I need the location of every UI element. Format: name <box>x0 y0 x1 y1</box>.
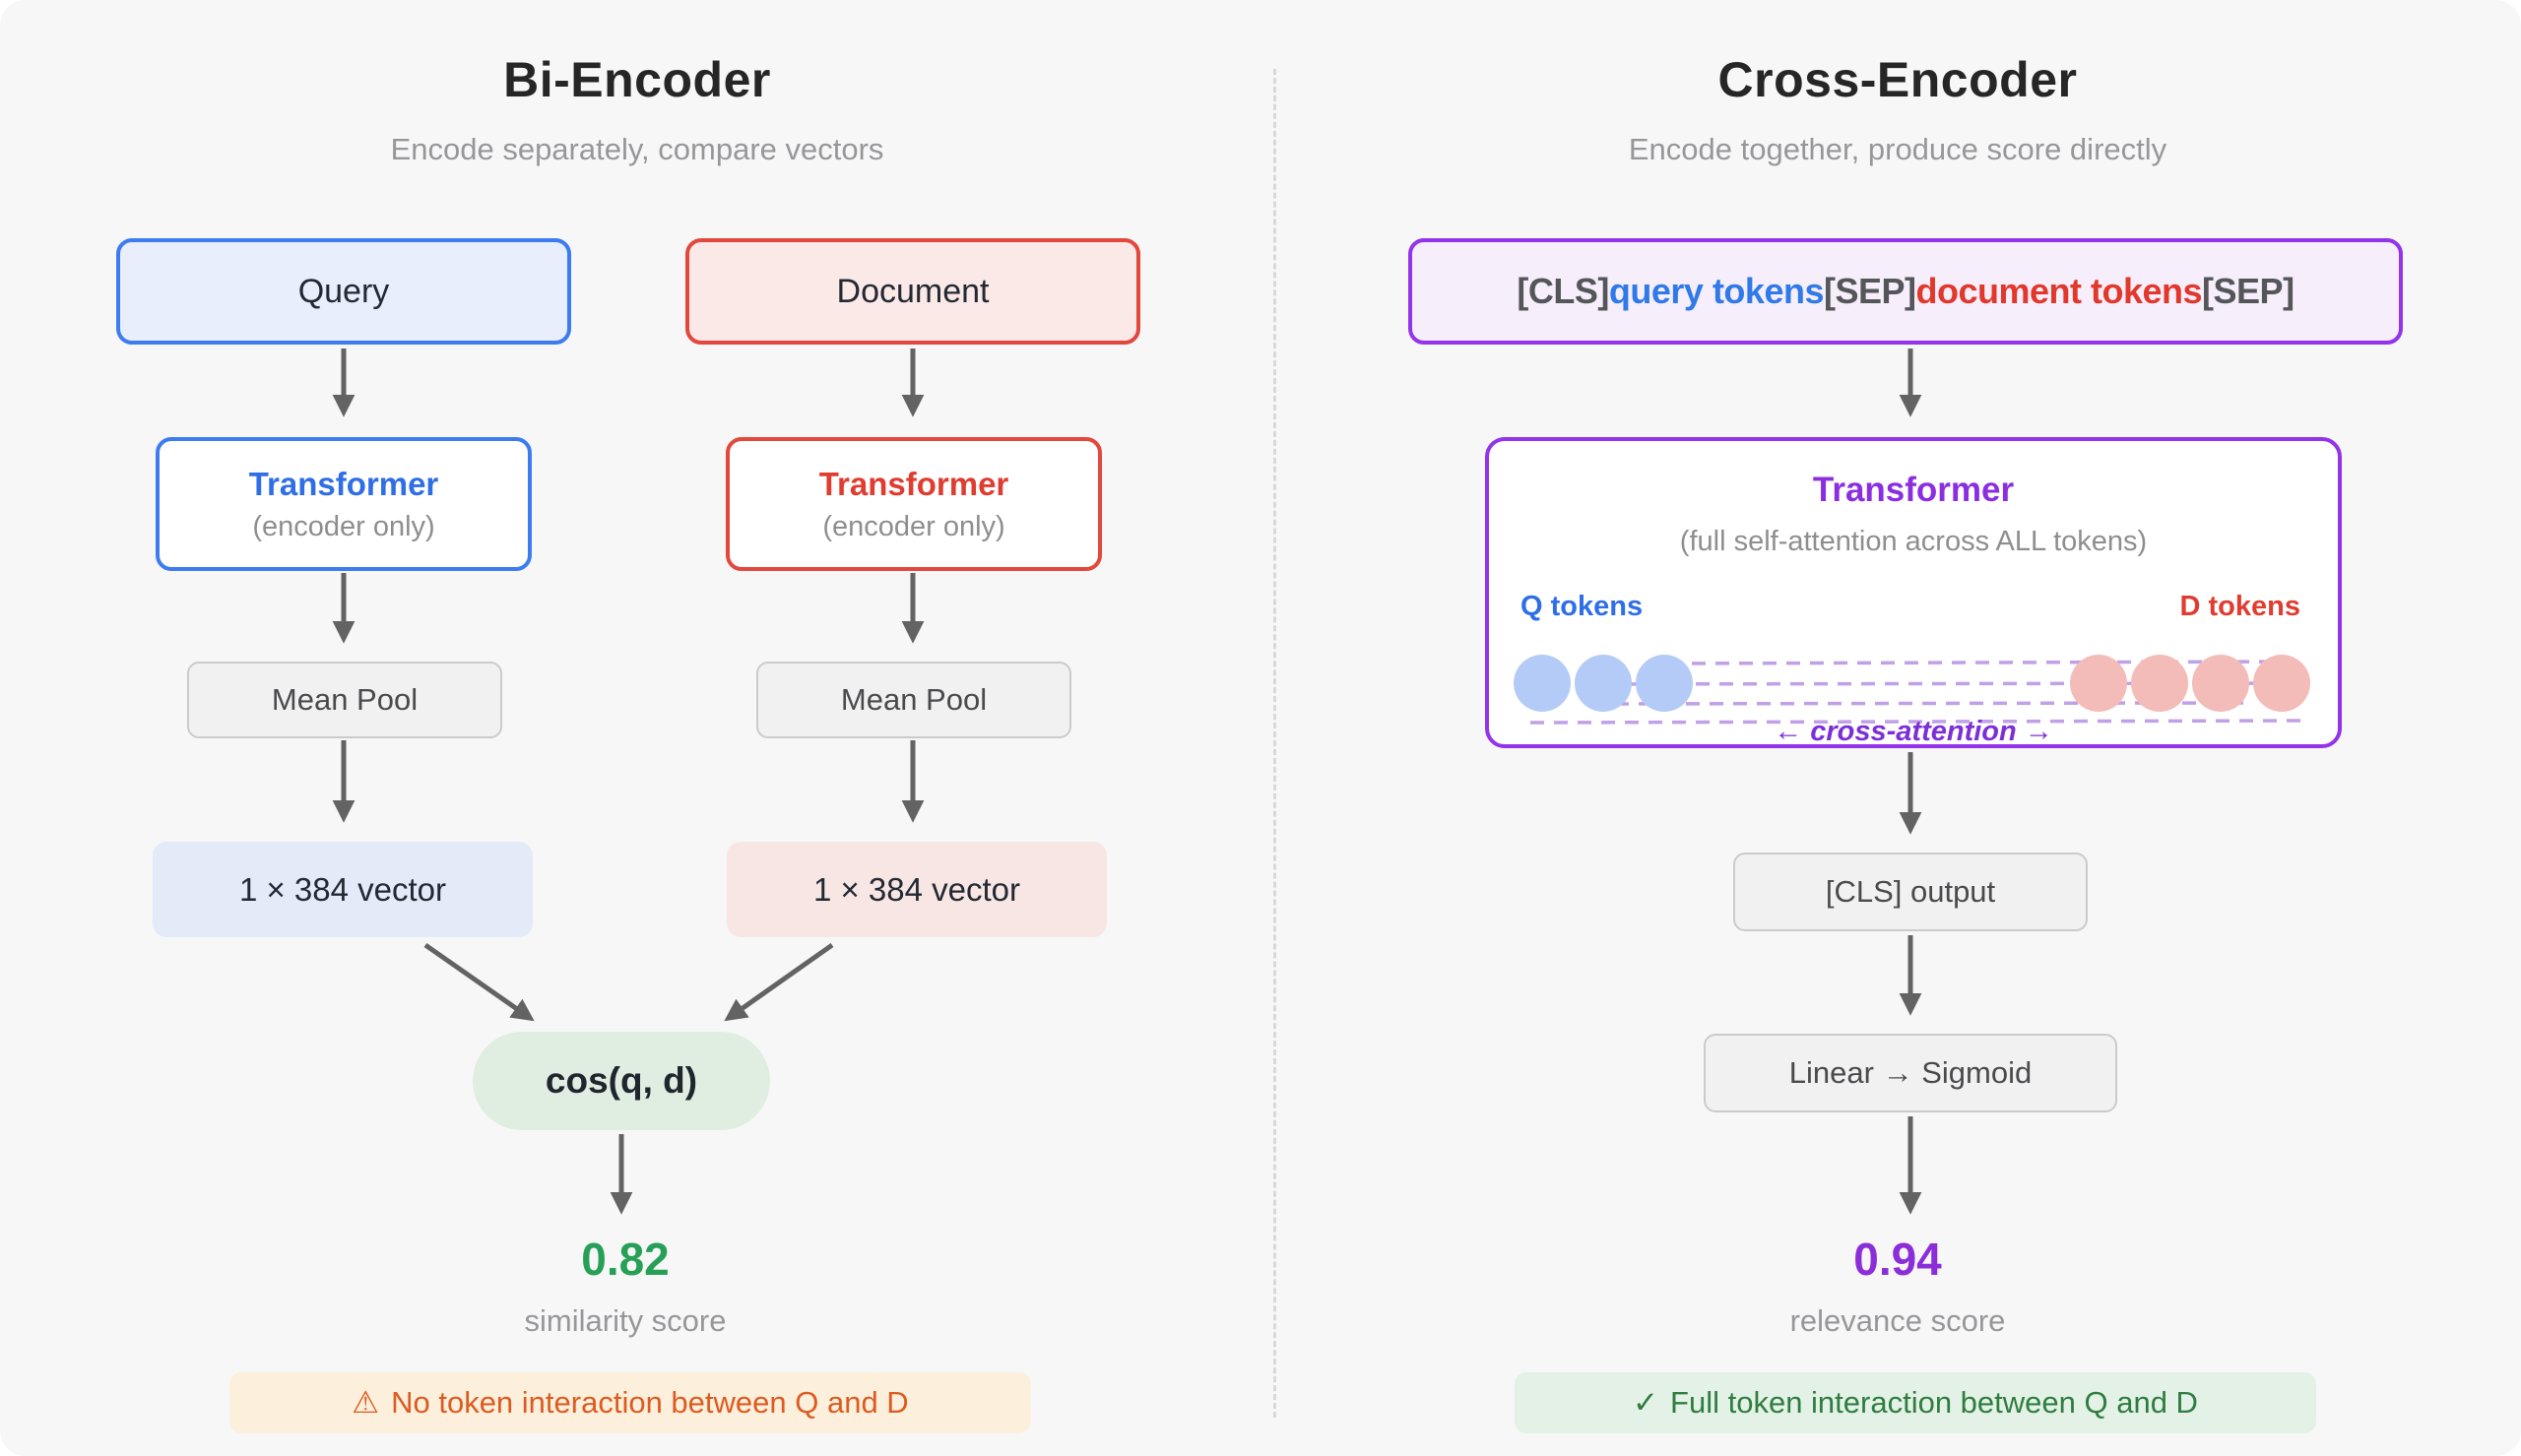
cross-encoder-subtitle: Encode together, produce score directly <box>1628 132 2167 166</box>
query-mean-pool-box: Mean Pool <box>187 662 502 738</box>
bi-encoder-subtitle: Encode separately, compare vectors <box>390 132 884 166</box>
sep-token-2: [SEP] <box>2202 271 2295 311</box>
q-tokens-label: Q tokens <box>1520 591 1644 622</box>
linear-sigmoid-label: Linear → Sigmoid <box>1788 1055 2033 1090</box>
document-transformer-subtitle: (encoder only) <box>822 510 1005 542</box>
query-box: Query <box>116 238 571 345</box>
document-box: Document <box>685 238 1140 345</box>
q-token-circle <box>1575 655 1632 712</box>
q-token-circle <box>1636 655 1693 712</box>
ok-text: Full token interaction between Q and D <box>1670 1385 2198 1420</box>
cls-output-label: [CLS] output <box>1825 874 1996 909</box>
query-transformer-box: Transformer (encoder only) <box>156 437 532 571</box>
document-mean-pool-label: Mean Pool <box>840 682 988 717</box>
column-divider <box>1273 69 1276 1418</box>
query-transformer-title: Transformer <box>248 465 439 502</box>
d-token-circle <box>2131 655 2188 712</box>
q-token-circles <box>1514 655 1693 712</box>
linear-sigmoid-box: Linear → Sigmoid <box>1704 1034 2117 1112</box>
warning-icon: ⚠ <box>352 1385 380 1420</box>
query-tokens-segment: query tokens <box>1608 271 1825 311</box>
relevance-score-label: relevance score <box>1789 1303 2006 1338</box>
warning-text: No token interaction between Q and D <box>391 1385 909 1420</box>
cosine-similarity-pill: cos(q, d) <box>473 1032 770 1130</box>
cross-encoder-title: Cross-Encoder <box>1717 52 2078 107</box>
cross-encoder-transformer-box: Transformer (full self-attention across … <box>1485 437 2342 748</box>
d-token-circles <box>2070 655 2310 712</box>
d-tokens-label: D tokens <box>2179 591 2300 622</box>
concatenated-input-box: [CLS]query tokens[SEP]document tokens[SE… <box>1408 238 2403 345</box>
document-mean-pool-box: Mean Pool <box>756 662 1071 738</box>
document-vector-label: 1 × 384 vector <box>812 870 1021 908</box>
similarity-score-value: 0.82 <box>581 1234 670 1285</box>
query-vector-box: 1 × 384 vector <box>153 842 533 937</box>
cross-transformer-subtitle: (full self-attention across ALL tokens) <box>1679 525 2148 557</box>
query-transformer-subtitle: (encoder only) <box>252 510 435 542</box>
similarity-score-label: similarity score <box>524 1303 727 1338</box>
relevance-score-value: 0.94 <box>1853 1234 1942 1285</box>
cross-encoder-ok-banner: ✓ Full token interaction between Q and D <box>1515 1372 2316 1433</box>
document-label: Document <box>836 272 990 310</box>
cosine-similarity-label: cos(q, d) <box>545 1060 698 1101</box>
sep-token-1: [SEP] <box>1823 271 1916 311</box>
q-token-circle <box>1514 655 1571 712</box>
cls-output-box: [CLS] output <box>1733 853 2088 931</box>
cls-token: [CLS] <box>1517 271 1609 311</box>
document-transformer-box: Transformer (encoder only) <box>726 437 1102 571</box>
cross-attention-caption: ← cross-attention → <box>1774 716 2053 747</box>
query-label: Query <box>297 272 390 310</box>
d-token-circle <box>2070 655 2127 712</box>
query-mean-pool-label: Mean Pool <box>271 682 419 717</box>
document-tokens-segment: document tokens <box>1915 271 2203 311</box>
document-transformer-title: Transformer <box>818 465 1009 502</box>
d-token-circle <box>2253 655 2310 712</box>
query-vector-label: 1 × 384 vector <box>238 870 447 908</box>
d-token-circle <box>2192 655 2249 712</box>
check-icon: ✓ <box>1633 1385 1659 1420</box>
bi-encoder-warning-banner: ⚠ No token interaction between Q and D <box>229 1372 1031 1433</box>
bi-encoder-title: Bi-Encoder <box>503 52 771 107</box>
cross-transformer-title: Transformer <box>1812 471 2015 509</box>
document-vector-box: 1 × 384 vector <box>727 842 1107 937</box>
